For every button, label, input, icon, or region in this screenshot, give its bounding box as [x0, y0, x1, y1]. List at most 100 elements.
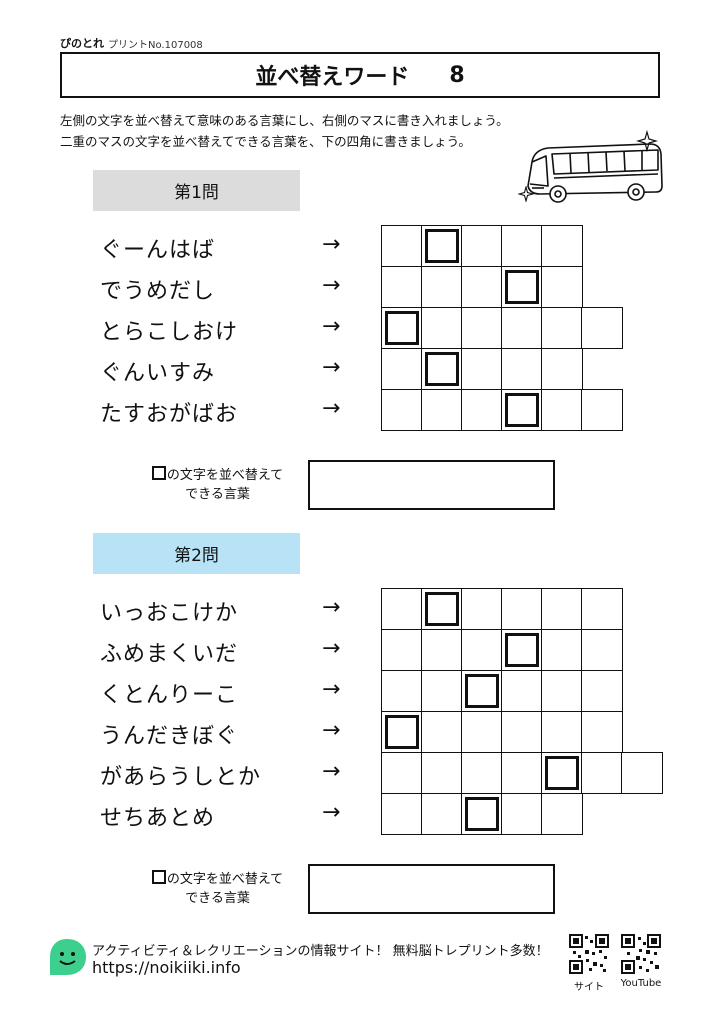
answer-cell[interactable] — [461, 629, 503, 671]
answer-cell[interactable] — [421, 266, 463, 308]
arrow: → — [322, 759, 341, 784]
answer-cell[interactable] — [381, 629, 423, 671]
answer-box[interactable] — [308, 460, 555, 510]
footer-url[interactable]: https://noikiiki.info — [92, 958, 241, 977]
double-answer-cell[interactable] — [381, 307, 423, 349]
double-answer-cell[interactable] — [421, 588, 463, 630]
answer-cell[interactable] — [461, 225, 503, 267]
answer-cell[interactable] — [501, 588, 543, 630]
answer-cell[interactable] — [581, 670, 623, 712]
qr-code-icon[interactable] — [569, 934, 609, 974]
answer-cell[interactable] — [501, 752, 543, 794]
double-answer-cell[interactable] — [541, 752, 583, 794]
answer-cell[interactable] — [421, 670, 463, 712]
double-answer-cell[interactable] — [501, 629, 543, 671]
double-box-icon — [151, 870, 166, 884]
answer-grid-row — [381, 389, 623, 431]
arrow: → — [322, 273, 341, 298]
scrambled-word: うんだきぼぐ — [100, 724, 239, 749]
answer-cell[interactable] — [381, 752, 423, 794]
title-box: 並べ替えワード 8 — [60, 52, 660, 98]
answer-cell[interactable] — [541, 307, 583, 349]
answer-cell[interactable] — [541, 389, 583, 431]
bus-illustration — [527, 143, 663, 203]
answer-cell[interactable] — [581, 629, 623, 671]
answer-grid-row — [381, 629, 623, 671]
answer-grid-row — [381, 348, 583, 390]
answer-cell[interactable] — [541, 588, 583, 630]
answer-cell[interactable] — [381, 670, 423, 712]
double-answer-cell[interactable] — [461, 670, 503, 712]
answer-cell[interactable] — [541, 266, 583, 308]
answer-cell[interactable] — [501, 348, 543, 390]
answer-box[interactable] — [308, 864, 555, 914]
answer-grid-row — [381, 793, 583, 835]
answer-cell[interactable] — [621, 752, 663, 794]
answer-cell[interactable] — [381, 225, 423, 267]
answer-cell[interactable] — [381, 348, 423, 390]
double-answer-cell[interactable] — [501, 389, 543, 431]
answer-cell[interactable] — [541, 793, 583, 835]
answer-cell[interactable] — [421, 629, 463, 671]
instruction-1: 左側の文字を並べ替えて意味のある言葉にし、右側のマスに書き入れましょう。 — [60, 113, 509, 128]
arrow: → — [322, 800, 341, 825]
answer-cell[interactable] — [581, 389, 623, 431]
answer-grid-row — [381, 711, 623, 753]
answer-cell[interactable] — [581, 752, 623, 794]
answer-cell[interactable] — [541, 711, 583, 753]
print-number: プリントNo.107008 — [108, 40, 203, 51]
sparkle-icon — [518, 186, 534, 202]
answer-cell[interactable] — [461, 307, 503, 349]
answer-cell[interactable] — [581, 711, 623, 753]
answer-cell[interactable] — [421, 389, 463, 431]
arrow: → — [322, 232, 341, 257]
scrambled-word: ふめまくいだ — [100, 642, 239, 667]
answer-cell[interactable] — [421, 752, 463, 794]
qr-site-label: サイト — [574, 982, 604, 993]
footer-tagline: アクティビティ＆レクリエーションの情報サイト！ 無料脳トレプリント多数！ — [92, 944, 549, 959]
answer-cell[interactable] — [421, 307, 463, 349]
scrambled-word: くとんりーこ — [100, 683, 239, 708]
answer-cell[interactable] — [461, 752, 503, 794]
answer-cell[interactable] — [461, 588, 503, 630]
answer-cell[interactable] — [541, 670, 583, 712]
answer-cell[interactable] — [501, 225, 543, 267]
answer-cell[interactable] — [461, 348, 503, 390]
answer-cell[interactable] — [421, 793, 463, 835]
answer-grid-row — [381, 266, 583, 308]
answer-label: の文字を並べ替えて できる言葉 — [135, 870, 300, 908]
double-answer-cell[interactable] — [421, 225, 463, 267]
double-answer-cell[interactable] — [421, 348, 463, 390]
answer-cell[interactable] — [541, 348, 583, 390]
answer-cell[interactable] — [381, 588, 423, 630]
answer-cell[interactable] — [421, 711, 463, 753]
answer-cell[interactable] — [541, 225, 583, 267]
double-answer-cell[interactable] — [461, 793, 503, 835]
qr-youtube-label: YouTube — [620, 978, 662, 989]
qr-code-icon[interactable] — [621, 934, 661, 974]
answer-cell[interactable] — [501, 670, 543, 712]
double-box-icon — [151, 466, 166, 480]
answer-cell[interactable] — [461, 711, 503, 753]
answer-cell[interactable] — [381, 389, 423, 431]
answer-cell[interactable] — [581, 588, 623, 630]
page-title: 並べ替えワード — [255, 65, 410, 90]
scrambled-word: があらうしとか — [100, 765, 262, 790]
answer-cell[interactable] — [501, 793, 543, 835]
answer-cell[interactable] — [501, 711, 543, 753]
answer-cell[interactable] — [541, 629, 583, 671]
title-number: 8 — [449, 62, 465, 88]
arrow: → — [322, 677, 341, 702]
scrambled-word: せちあとめ — [100, 806, 216, 831]
answer-cell[interactable] — [501, 307, 543, 349]
scrambled-word: たすおがばお — [100, 402, 239, 427]
double-answer-cell[interactable] — [501, 266, 543, 308]
answer-cell[interactable] — [381, 793, 423, 835]
answer-cell[interactable] — [461, 266, 503, 308]
logo-icon — [50, 939, 86, 975]
answer-cell[interactable] — [381, 266, 423, 308]
answer-cell[interactable] — [461, 389, 503, 431]
answer-cell[interactable] — [581, 307, 623, 349]
scrambled-word: とらこしおけ — [100, 320, 239, 345]
double-answer-cell[interactable] — [381, 711, 423, 753]
